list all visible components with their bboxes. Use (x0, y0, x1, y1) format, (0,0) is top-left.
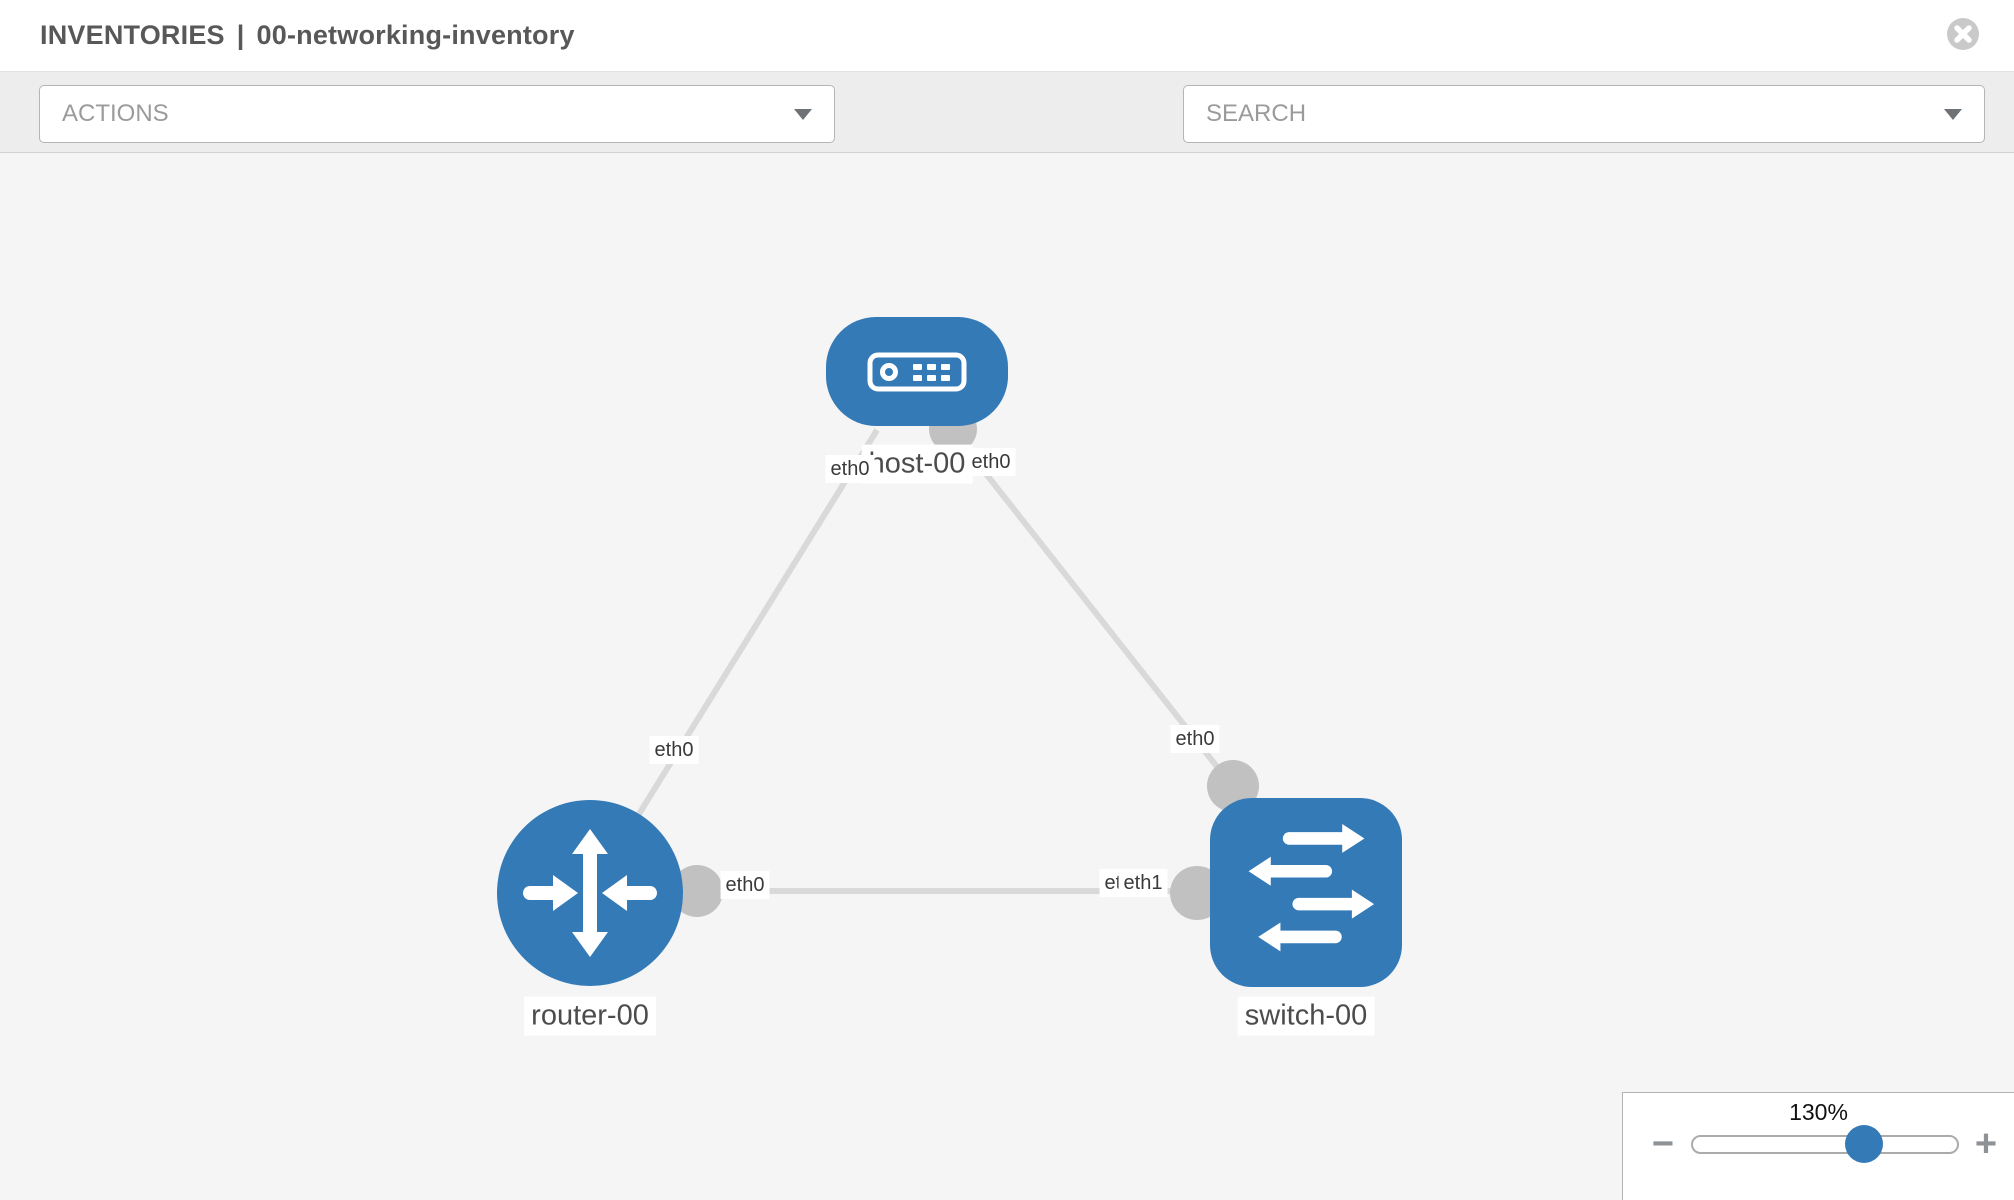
zoom-control-panel: 130% − + (1622, 1092, 2014, 1200)
interface-label-eth0: eth0 (966, 448, 1016, 476)
server-icon (867, 352, 967, 391)
interface-label-eth0: eth0 (649, 736, 699, 764)
page-title: INVENTORIES | 00-networking-inventory (40, 0, 575, 71)
interface-endpoint (671, 865, 723, 917)
zoom-slider[interactable] (1691, 1135, 1959, 1154)
router-arrows-icon (523, 829, 657, 957)
zoom-out-button[interactable]: − (1642, 1123, 1684, 1165)
page-title-section: INVENTORIES (40, 20, 225, 50)
interface-label-eth0: eth0 (825, 455, 875, 483)
node-label-switch: switch-00 (1237, 996, 1375, 1036)
page-title-inventory-name: 00-networking-inventory (256, 20, 575, 50)
node-router-00[interactable] (497, 800, 683, 986)
link-layer (587, 405, 1259, 920)
close-button[interactable] (1946, 17, 1980, 51)
search-dropdown-value: SEARCH (1206, 100, 1307, 127)
caret-down-icon (794, 108, 812, 120)
node-label-host: host-00 (861, 444, 973, 484)
zoom-level-label: 130% (1789, 1099, 1848, 1125)
interface-label-eth0: eth0 (1170, 725, 1220, 753)
interface-label-eth1: eth1 (1118, 869, 1168, 897)
zoom-slider-thumb[interactable] (1845, 1125, 1883, 1163)
caret-down-icon (1944, 108, 1962, 120)
toolbar: ACTIONS SEARCH (0, 72, 2014, 203)
actions-dropdown-value: ACTIONS (62, 100, 169, 127)
node-host-00[interactable] (826, 317, 1008, 426)
header: INVENTORIES | 00-networking-inventory (0, 0, 2014, 72)
zoom-in-button[interactable]: + (1965, 1123, 2007, 1165)
node-switch-00[interactable] (1210, 798, 1402, 987)
times-circle-icon (1947, 18, 1979, 50)
search-dropdown[interactable]: SEARCH (1183, 85, 1985, 143)
switch-arrows-icon (1248, 823, 1374, 951)
node-label-router: router-00 (524, 996, 656, 1036)
page-title-separator: | (236, 20, 245, 50)
actions-dropdown[interactable]: ACTIONS (39, 85, 835, 143)
topology-canvas[interactable]: host-00 router-00 switch-00 eth0 eth0 et… (0, 153, 2014, 1200)
interface-label-eth0: eth0 (720, 871, 770, 899)
